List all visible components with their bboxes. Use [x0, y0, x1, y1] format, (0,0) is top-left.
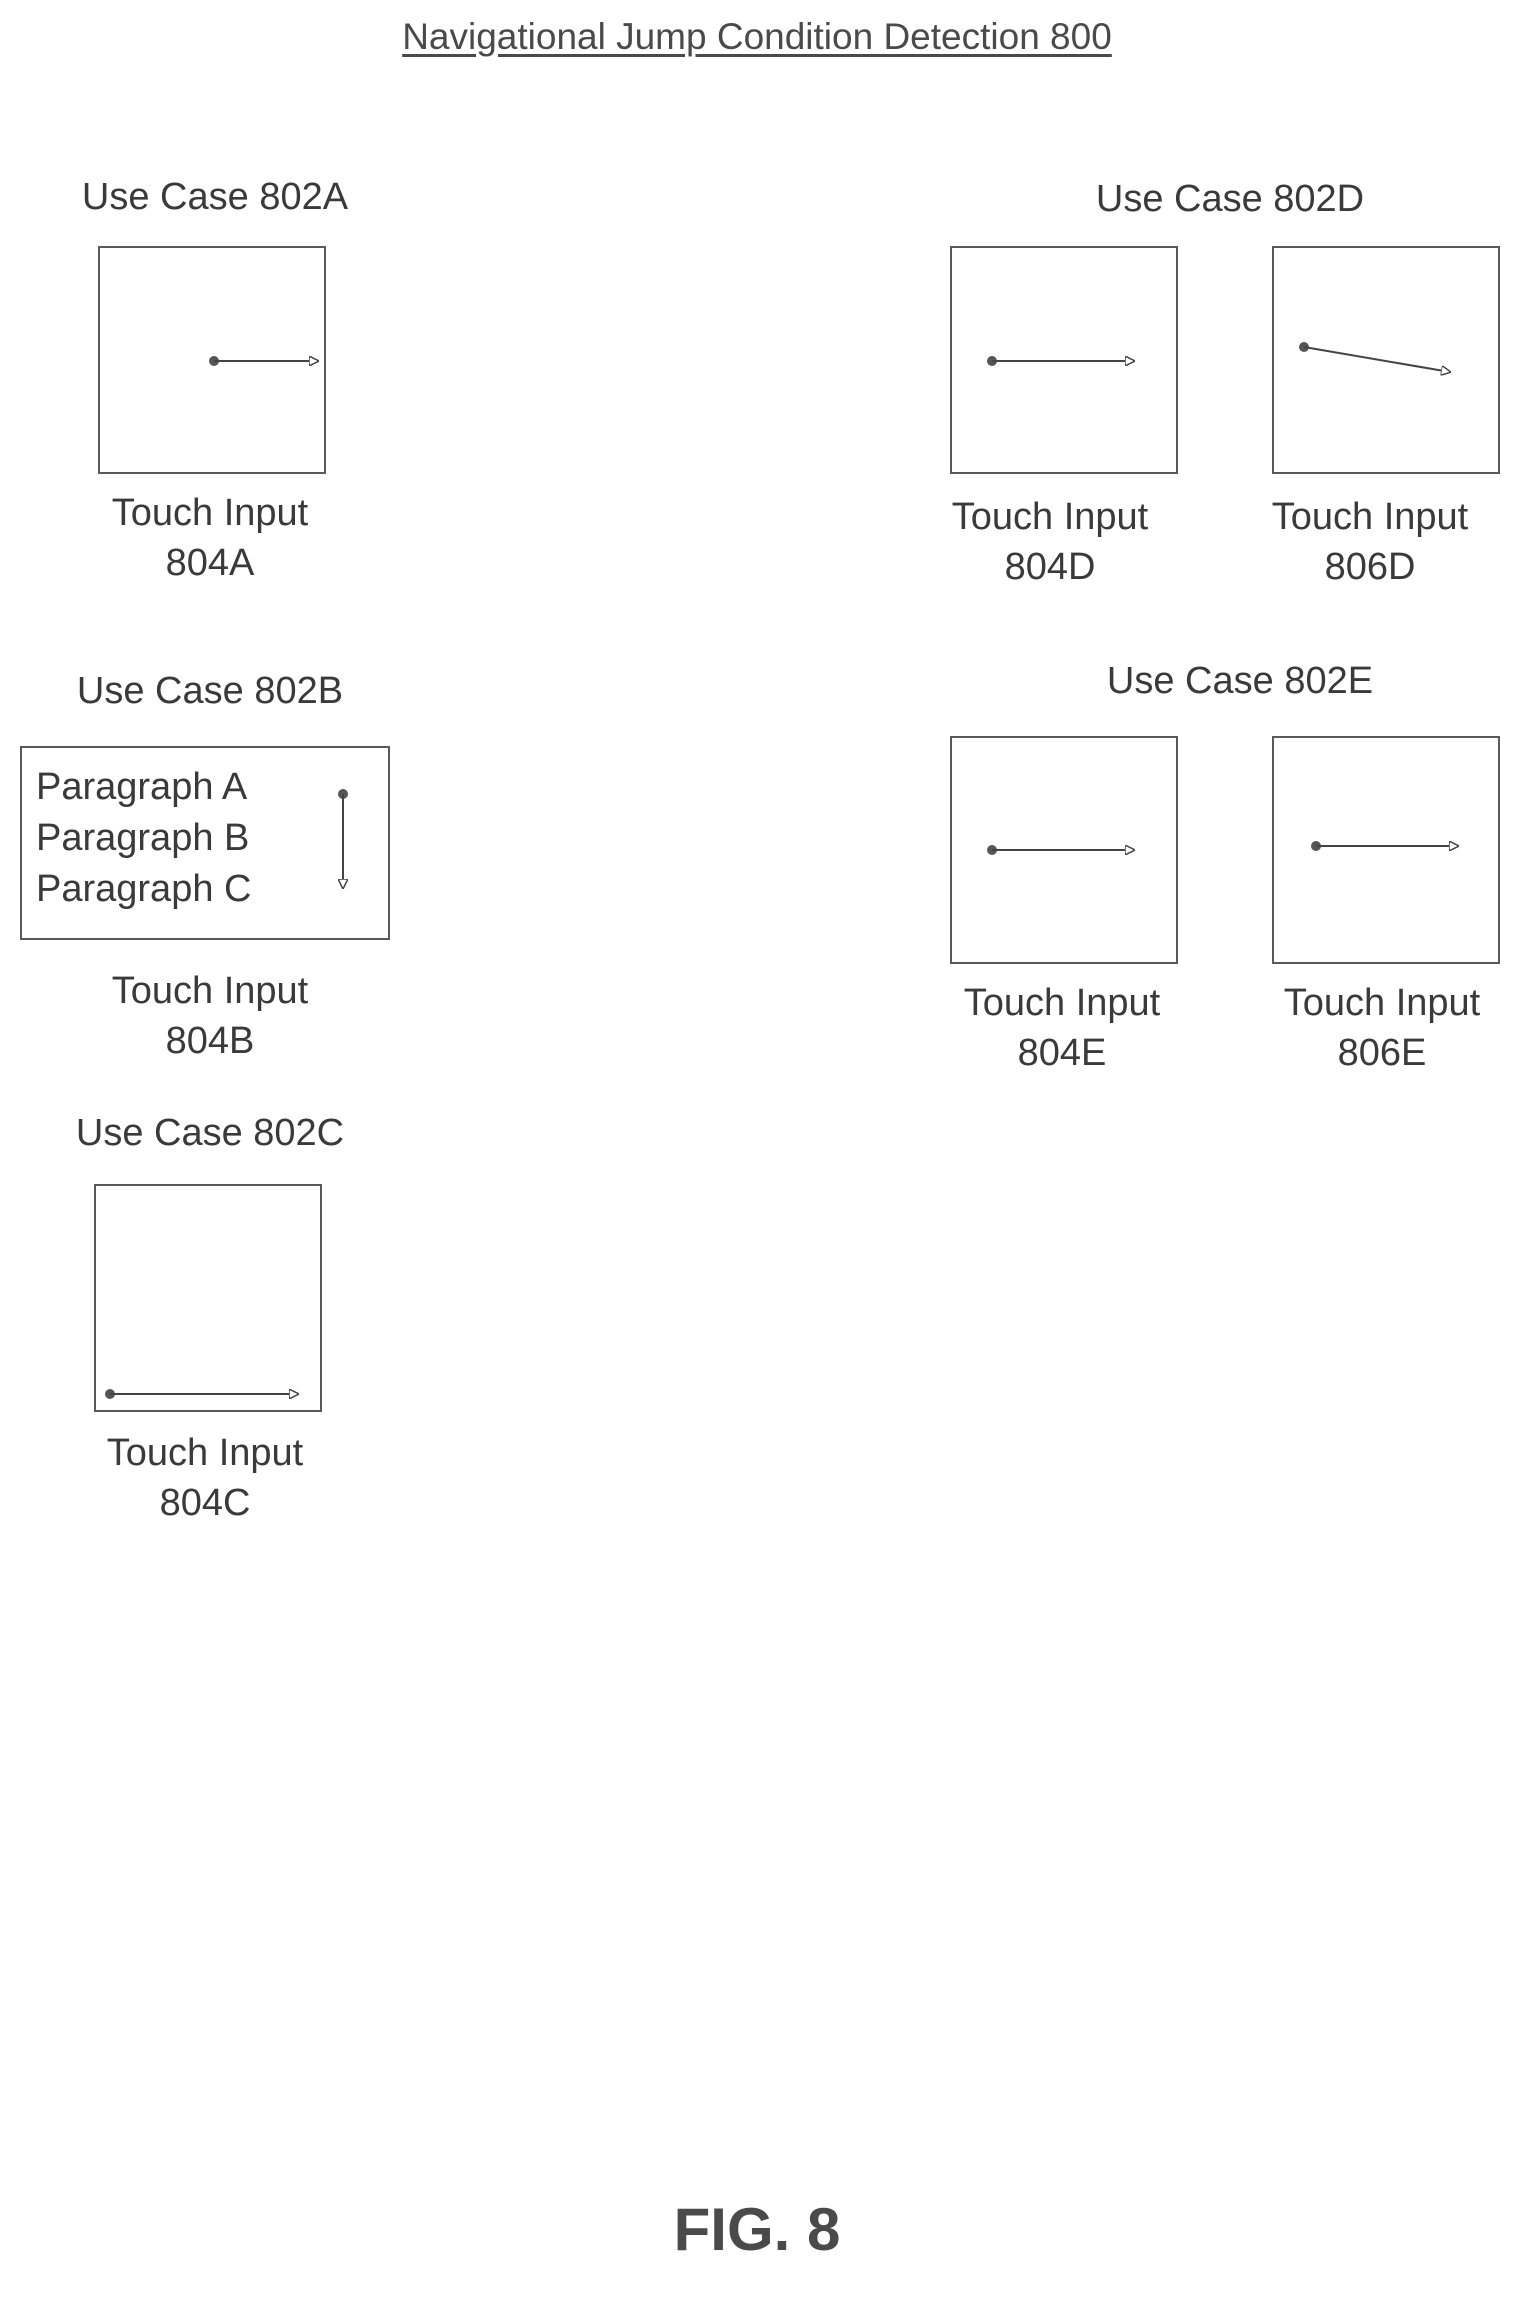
touch-panel-806e — [1272, 736, 1500, 964]
touch-input-804c-caption: Touch Input 804C — [55, 1428, 355, 1528]
touch-panel-804a — [98, 246, 326, 474]
caption-ref: 804C — [55, 1478, 355, 1528]
swipe-arrow-804d — [952, 248, 1176, 472]
use-case-802e-label: Use Case 802E — [1080, 660, 1400, 703]
use-case-802d-label: Use Case 802D — [1070, 178, 1390, 221]
touch-input-806d-caption: Touch Input 806D — [1235, 492, 1505, 592]
touch-input-804a-caption: Touch Input 804A — [60, 488, 360, 588]
caption-ref: 804D — [915, 542, 1185, 592]
swipe-arrow-806d — [1274, 248, 1498, 472]
swipe-arrow-804a — [100, 248, 324, 472]
caption-line: Touch Input — [1247, 978, 1514, 1028]
touch-panel-806d — [1272, 246, 1500, 474]
paragraph-panel-804b: Paragraph A Paragraph B Paragraph C — [20, 746, 390, 940]
caption-line: Touch Input — [927, 978, 1197, 1028]
caption-line: Touch Input — [60, 966, 360, 1016]
touch-input-804e-caption: Touch Input 804E — [927, 978, 1197, 1078]
swipe-arrow-804b — [22, 748, 388, 938]
touch-panel-804d — [950, 246, 1178, 474]
swipe-arrow-804e — [952, 738, 1176, 962]
caption-line: Touch Input — [1235, 492, 1505, 542]
touch-input-806e-caption: Touch Input 806E — [1247, 978, 1514, 1078]
caption-ref: 804B — [60, 1016, 360, 1066]
figure-label: FIG. 8 — [0, 2195, 1514, 2264]
caption-ref: 806D — [1235, 542, 1505, 592]
touch-panel-804c — [94, 1184, 322, 1412]
page-title: Navigational Jump Condition Detection 80… — [0, 16, 1514, 58]
caption-ref: 804E — [927, 1028, 1197, 1078]
touch-input-804b-caption: Touch Input 804B — [60, 966, 360, 1066]
touch-input-804d-caption: Touch Input 804D — [915, 492, 1185, 592]
use-case-802a-label: Use Case 802A — [60, 176, 370, 219]
use-case-802c-label: Use Case 802C — [55, 1112, 365, 1155]
caption-line: Touch Input — [60, 488, 360, 538]
caption-ref: 804A — [60, 538, 360, 588]
swipe-arrow-804c — [96, 1186, 320, 1410]
caption-ref: 806E — [1247, 1028, 1514, 1078]
use-case-802b-label: Use Case 802B — [55, 670, 365, 713]
caption-line: Touch Input — [55, 1428, 355, 1478]
touch-panel-804e — [950, 736, 1178, 964]
caption-line: Touch Input — [915, 492, 1185, 542]
swipe-arrow-806e — [1274, 738, 1498, 962]
